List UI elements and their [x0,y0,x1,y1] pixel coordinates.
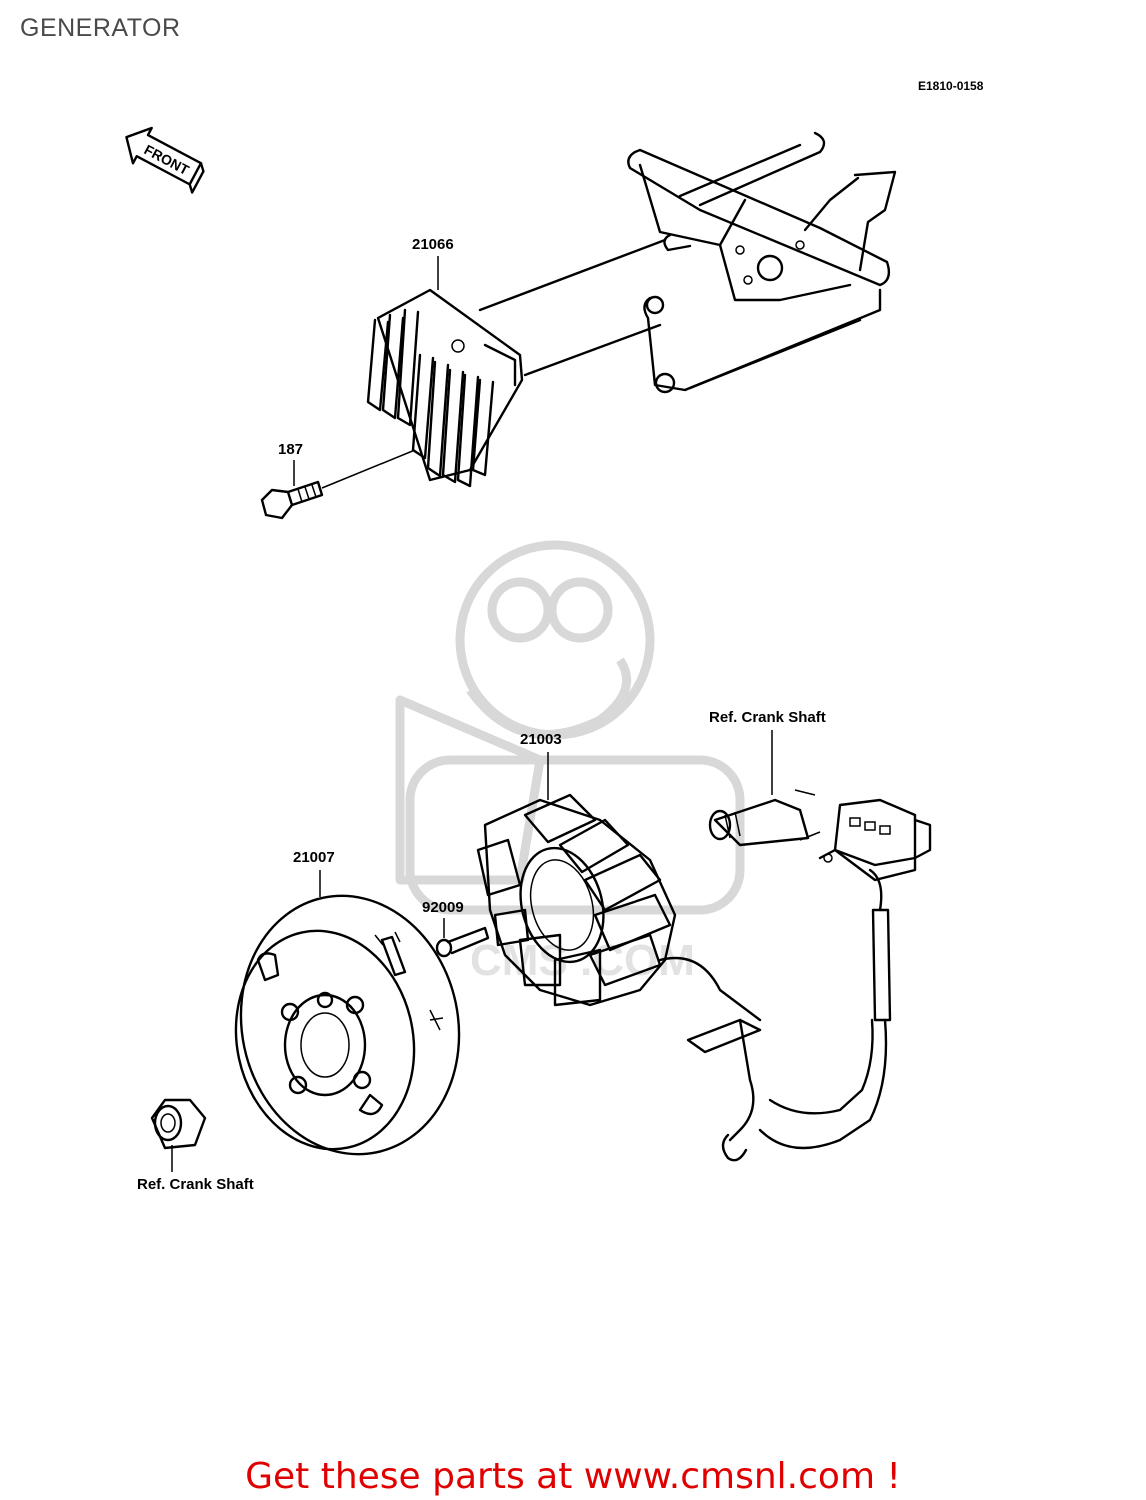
frame-drawing [478,131,897,394]
callout-crank-shaft-bottom: Ref. Crank Shaft [137,1176,254,1193]
callout-21007: 21007 [293,849,335,866]
callout-187: 187 [278,441,303,458]
cms-watermark: CMS .COM [395,540,745,985]
callout-92009: 92009 [422,899,464,916]
cta-link[interactable]: Get these parts at www.cmsnl.com ! [245,1456,901,1497]
callout-crank-shaft-top: Ref. Crank Shaft [709,709,826,726]
stator-coil-drawing [476,793,762,1162]
callout-21066: 21066 [412,236,454,253]
page-title: GENERATOR [20,14,181,42]
callout-21003: 21003 [520,731,562,748]
rotor-flywheel-drawing [234,894,461,1156]
regulator-rectifier-drawing [366,288,524,488]
front-arrow-icon: FRONT [125,126,205,194]
crank-shaft-top-drawing [708,789,821,847]
screw-92009-drawing [435,926,490,958]
diagram-code: E1810-0158 [918,79,984,93]
connector-harness-drawing [758,798,932,1150]
nut-drawing [150,1098,207,1150]
bolt-187-drawing [260,449,416,520]
